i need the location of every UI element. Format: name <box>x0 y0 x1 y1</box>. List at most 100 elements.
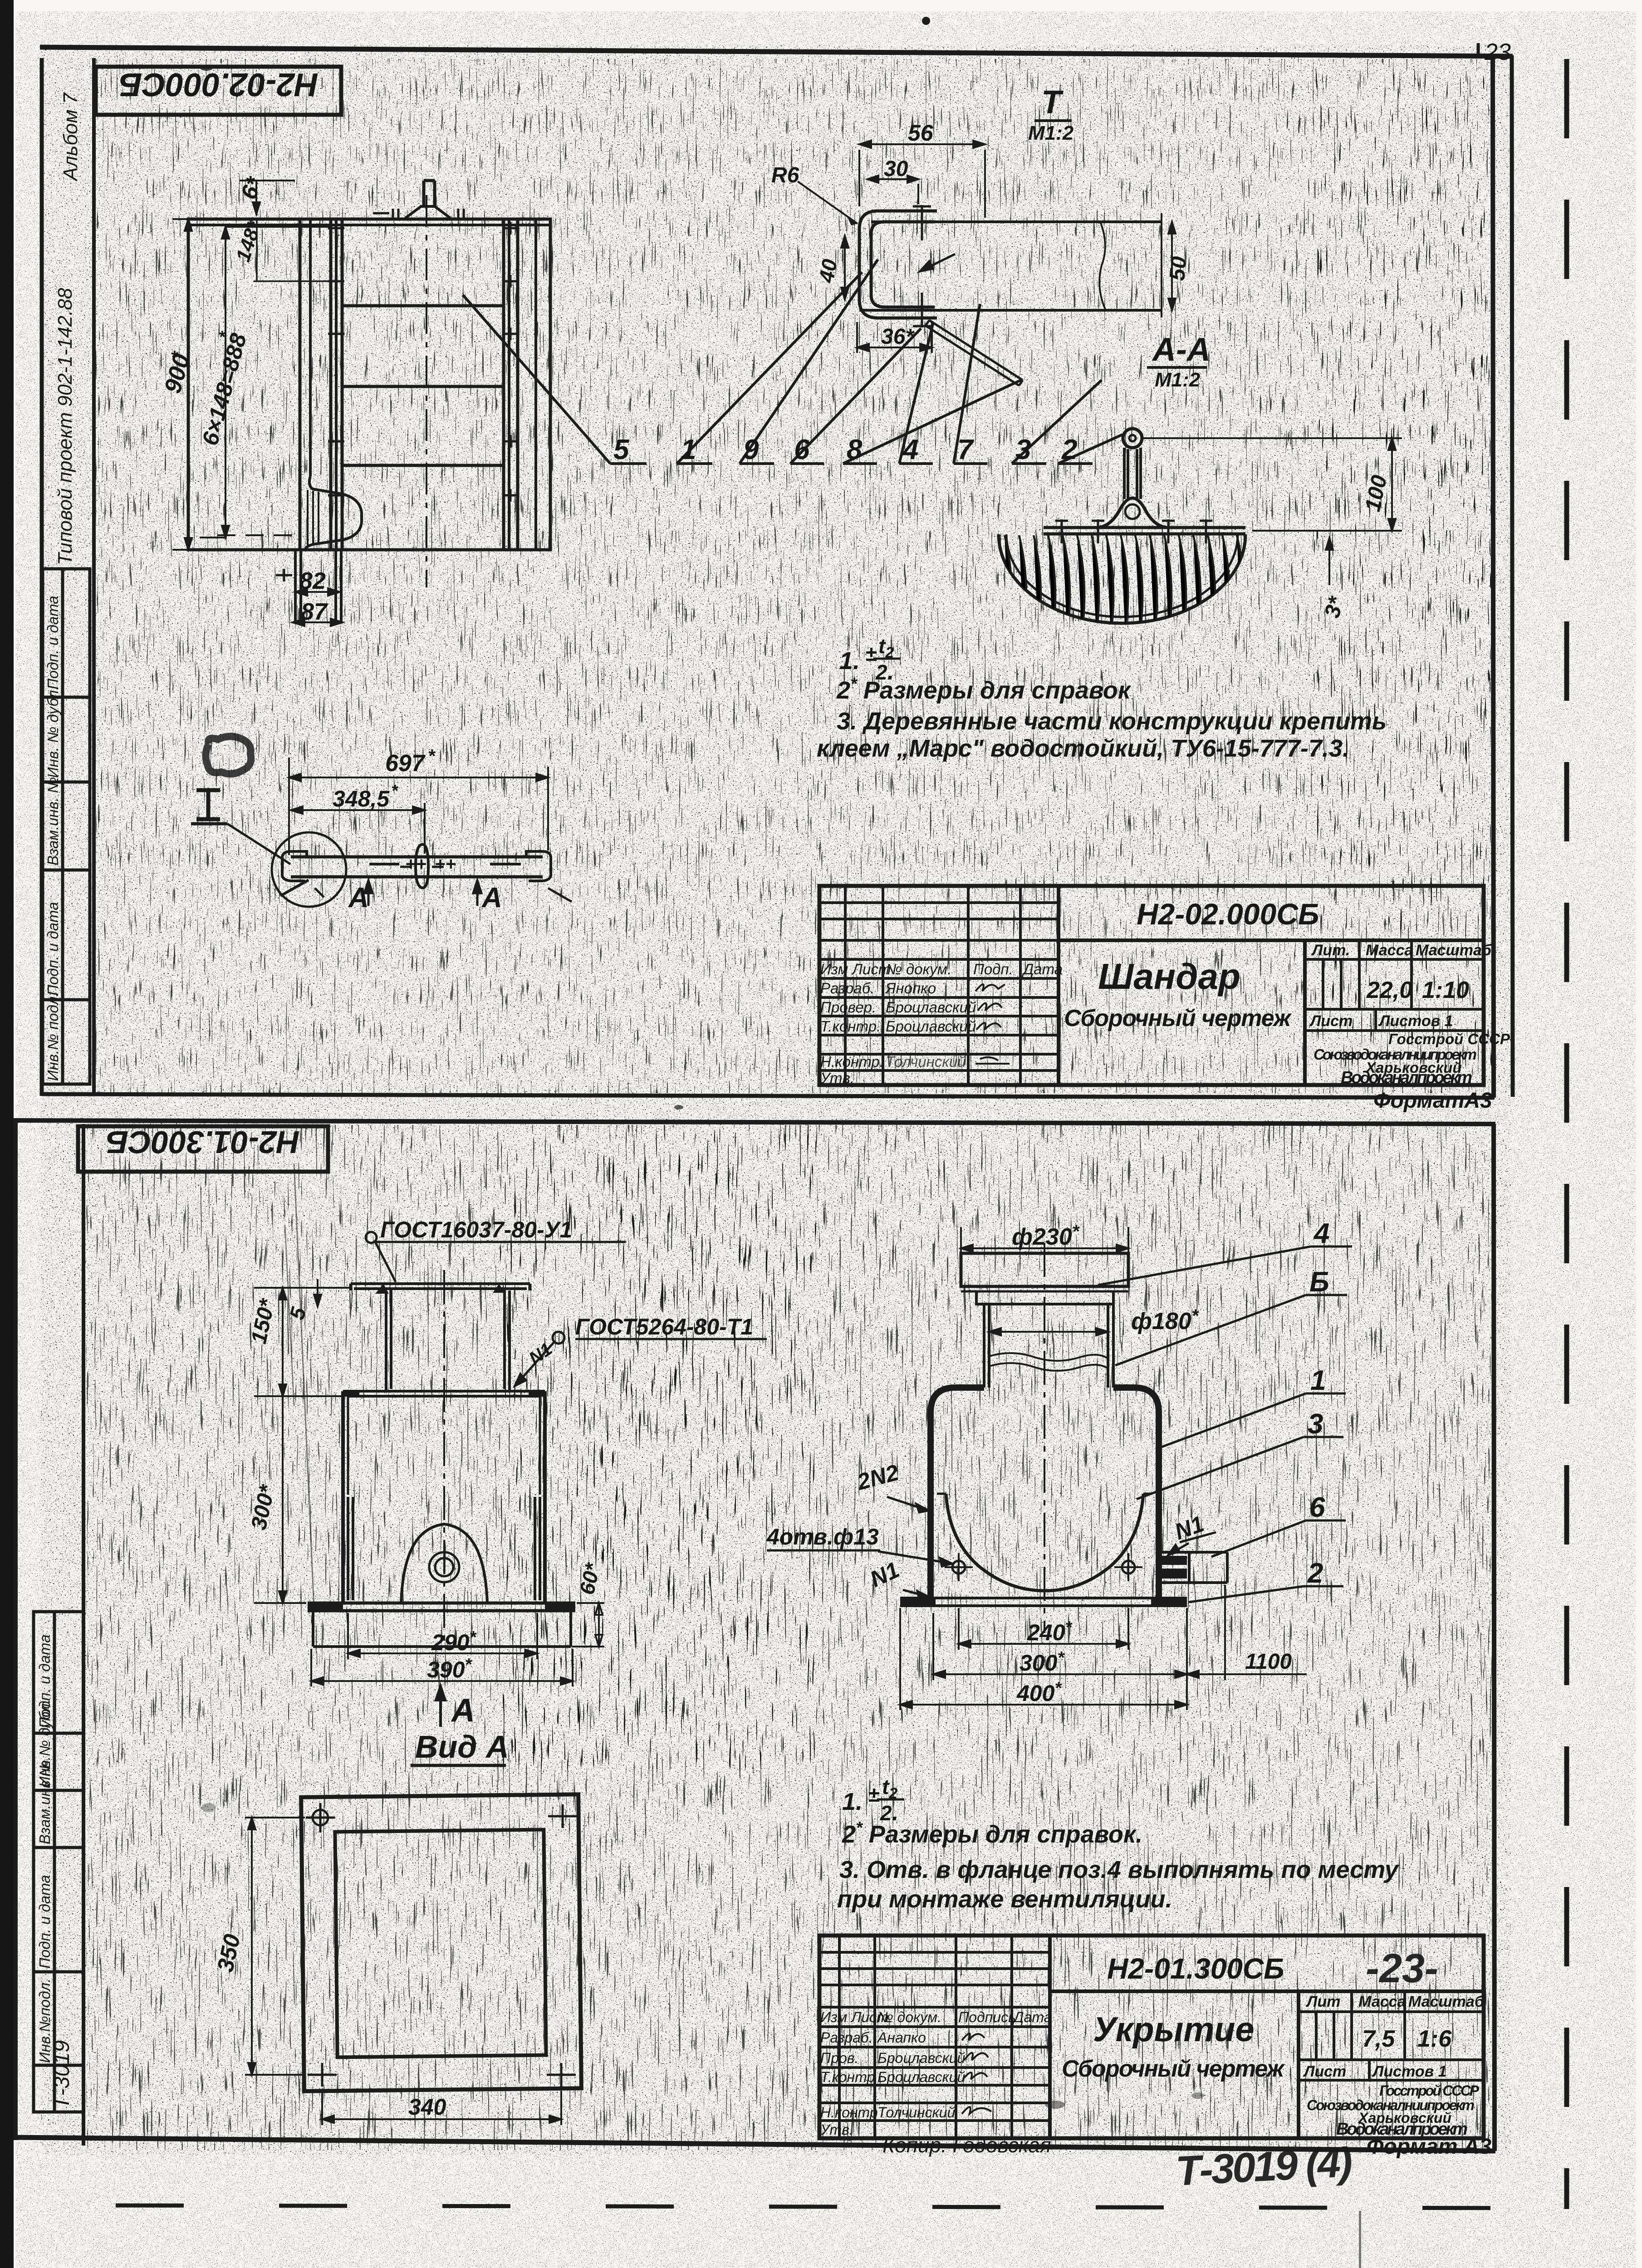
svg-text:Дата: Дата <box>1012 2009 1052 2025</box>
svg-text:Укрытие: Укрытие <box>1093 2010 1255 2049</box>
svg-text:А-А: А-А <box>1152 332 1211 368</box>
svg-text:Н2-01.300СБ: Н2-01.300СБ <box>1107 1952 1284 1985</box>
svg-text:Изм Лист: Изм Лист <box>820 961 891 978</box>
svg-text:82: 82 <box>299 568 326 594</box>
svg-text:3. Отв. в фланце поз.4 выполня: 3. Отв. в фланце поз.4 выполнять по мест… <box>839 1856 1400 1883</box>
svg-text:Дата: Дата <box>1021 961 1063 978</box>
svg-text:Масса: Масса <box>1358 1993 1406 2010</box>
svg-text:Н2-02.000СБ: Н2-02.000СБ <box>1137 897 1319 931</box>
svg-text:Лист: Лист <box>1309 1012 1353 1030</box>
svg-text:2: 2 <box>1061 434 1077 465</box>
svg-text:Б: Б <box>1309 1266 1329 1298</box>
svg-text:при монтаже вентиляции.: при монтаже вентиляции. <box>837 1886 1172 1913</box>
svg-text:2: 2 <box>1307 1558 1323 1589</box>
svg-text:Пров.: Пров. <box>820 2050 858 2066</box>
svg-text:Госстрой СССР: Госстрой СССР <box>1379 2082 1480 2099</box>
svg-text:Масштаб: Масштаб <box>1408 1993 1485 2010</box>
svg-text:1: 1 <box>1310 1365 1326 1396</box>
svg-text:Подпись: Подпись <box>958 2009 1016 2025</box>
svg-text:340: 340 <box>408 2094 446 2120</box>
svg-text:Водоканалпроект: Водоканалпроект <box>1341 1068 1472 1087</box>
svg-text:8: 8 <box>847 434 863 465</box>
svg-text:++: ++ <box>405 854 426 874</box>
svg-text:М1:2: М1:2 <box>1028 122 1074 144</box>
svg-text:++: ++ <box>435 854 456 874</box>
svg-text:*: * <box>428 746 436 766</box>
svg-text:Подп.: Подп. <box>973 961 1013 978</box>
svg-text:Т.контр.: Т.контр. <box>820 1018 881 1035</box>
svg-text:А: А <box>348 882 369 914</box>
svg-text:2*Размеры для справок.: 2*Размеры для справок. <box>842 1818 1142 1848</box>
svg-text:Броцлавский: Броцлавский <box>877 2069 965 2085</box>
svg-text:87: 87 <box>301 599 328 625</box>
svg-text:Подп. и дата: Подп. и дата <box>44 902 61 996</box>
svg-text:22,0: 22,0 <box>1366 977 1412 1003</box>
svg-text:Броцлавский: Броцлавский <box>877 2050 965 2066</box>
svg-text:Вид А: Вид А <box>415 1729 509 1765</box>
svg-text:1:6: 1:6 <box>1417 2026 1452 2052</box>
svg-text:Масштаб: Масштаб <box>1416 942 1492 959</box>
svg-text:Толчинский: Толчинский <box>886 1053 966 1070</box>
svg-text:ФорматА3: ФорматА3 <box>1373 1089 1492 1113</box>
svg-text:56: 56 <box>908 120 934 146</box>
svg-text:4: 4 <box>902 434 918 465</box>
svg-text:№ докум.: № докум. <box>886 961 951 978</box>
svg-text:Взам.инв.№: Взам.инв.№ <box>36 1760 53 1844</box>
svg-text:Типовой проект 902-1-142.88: Типовой проект 902-1-142.88 <box>54 288 76 565</box>
svg-text:ф180*: ф180* <box>1131 1306 1200 1334</box>
svg-text:Подп. и дата: Подп. и дата <box>36 1634 53 1728</box>
svg-text:Листов 1: Листов 1 <box>1372 2063 1446 2080</box>
svg-text:9: 9 <box>743 434 759 465</box>
svg-text:3: 3 <box>1308 1408 1323 1440</box>
svg-text:4: 4 <box>1313 1218 1329 1249</box>
svg-text:697: 697 <box>385 750 426 777</box>
svg-text:Взам.инв. №: Взам.инв. № <box>44 777 61 865</box>
svg-text:30: 30 <box>884 157 908 181</box>
svg-text:Т: Т <box>1041 84 1064 121</box>
svg-text:Н.контр: Н.контр <box>820 2104 878 2121</box>
svg-text:клеем „Марс" водостойкий, ТУ6-: клеем „Марс" водостойкий, ТУ6-15-777-7.3… <box>817 735 1349 762</box>
svg-text:23: 23 <box>1484 39 1511 65</box>
svg-text:Лист: Лист <box>1303 2063 1346 2080</box>
svg-text:Харьковский: Харьковский <box>1365 1059 1462 1076</box>
svg-text:Т.контр: Т.контр <box>820 2069 875 2085</box>
svg-text:Водоканалпроект: Водоканалпроект <box>1336 2120 1468 2139</box>
svg-text:1100: 1100 <box>1245 1650 1292 1674</box>
svg-text:Утв.: Утв. <box>820 1070 854 1086</box>
svg-text:Н.контр.: Н.контр. <box>820 1053 884 1070</box>
svg-text:№ докум.: № докум. <box>877 2009 941 2025</box>
svg-text:Броцлавский: Броцлавский <box>886 1018 976 1035</box>
svg-text:Н2-02.000СБ: Н2-02.000СБ <box>119 66 318 103</box>
svg-text:Копир. Годовская: Копир. Годовская <box>882 2133 1051 2157</box>
svg-text:М1:2: М1:2 <box>1155 369 1201 391</box>
svg-text:3: 3 <box>1015 434 1031 465</box>
svg-text:Янопко: Янопко <box>885 980 936 997</box>
svg-text:3. Деревянные части конструкци: 3. Деревянные части конструкции крепить <box>837 708 1387 735</box>
svg-text:Толчинский: Толчинский <box>877 2104 955 2121</box>
svg-text:4отв.ф13: 4отв.ф13 <box>766 1524 879 1549</box>
svg-text:36*: 36* <box>881 325 915 349</box>
svg-text:40: 40 <box>814 257 841 285</box>
svg-text:А: А <box>451 1692 475 1729</box>
svg-text:6: 6 <box>1309 1492 1325 1523</box>
svg-text:Н2-01.300СБ: Н2-01.300СБ <box>106 1124 299 1160</box>
svg-text:ГОСТ16037-80-У1: ГОСТ16037-80-У1 <box>380 1217 572 1242</box>
svg-text:Подп. и дата: Подп. и дата <box>44 596 61 689</box>
svg-text:Сборочный чертеж: Сборочный чертеж <box>1062 2056 1285 2082</box>
svg-text:Шандар: Шандар <box>1098 956 1240 997</box>
svg-text:Провер.: Провер. <box>820 999 876 1016</box>
svg-text:Союзводоканалниипроект: Союзводоканалниипроект <box>1314 1046 1477 1063</box>
svg-text:Листов 1: Листов 1 <box>1378 1012 1453 1030</box>
svg-text:7: 7 <box>957 434 974 465</box>
svg-text:1: 1 <box>681 434 696 465</box>
svg-text:2.: 2. <box>875 658 894 685</box>
svg-text:Инв.№подл.: Инв.№подл. <box>36 1979 53 2063</box>
svg-text:Т-3019: Т-3019 <box>50 2040 74 2109</box>
svg-text:Харьковский: Харьковский <box>1358 2110 1451 2126</box>
svg-text:R6: R6 <box>771 163 799 187</box>
svg-text:1:10: 1:10 <box>1422 977 1469 1003</box>
svg-text:2*Размеры для справок: 2*Размеры для справок <box>836 675 1132 704</box>
svg-text:Анапко: Анапко <box>877 2029 926 2046</box>
svg-text:Утв.: Утв. <box>820 2121 853 2138</box>
svg-text:Инв.№ дубл.: Инв.№ дубл. <box>36 1699 53 1787</box>
